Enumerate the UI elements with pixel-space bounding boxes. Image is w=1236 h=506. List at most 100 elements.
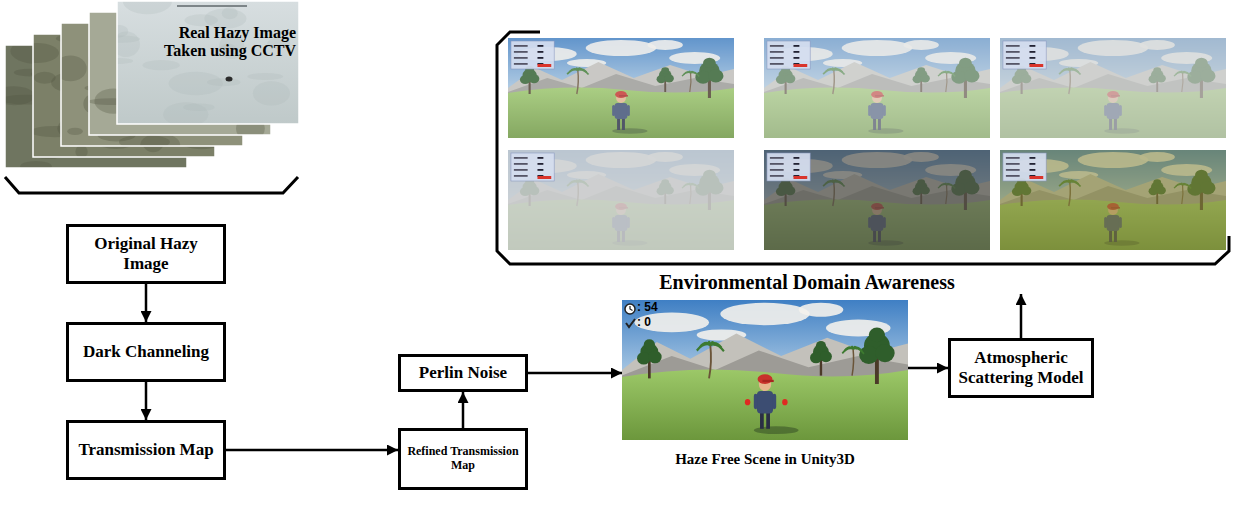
foggy-screenshots <box>767 153 810 181</box>
foggy-screenshots <box>1003 153 1046 181</box>
hazy-image-stack <box>34 72 56 84</box>
hazy-image-stack <box>117 25 128 38</box>
hazy-image-stack <box>226 77 233 82</box>
hazy-image-stack <box>0 0 299 172</box>
foggy-screenshots <box>1029 51 1035 53</box>
foggy-screenshots <box>537 169 543 171</box>
foggy-screenshots <box>793 51 799 53</box>
foggy-screenshots <box>508 150 734 250</box>
arrow-connector <box>145 284 148 322</box>
hazy-image-stack <box>253 81 290 105</box>
foggy-screenshots <box>793 169 799 171</box>
arrow-connector <box>226 449 398 452</box>
process-box: Atmospheric Scattering Model <box>948 338 1094 398</box>
panel-caption: Haze Free Scene in Unity3D <box>622 451 908 468</box>
foggy-screenshots <box>514 175 528 177</box>
unity-scene <box>634 313 709 333</box>
foggy-screenshots <box>537 51 543 53</box>
foggy-screenshots <box>793 157 799 159</box>
foggy-screenshots <box>1000 150 1226 250</box>
hazy-image-stack <box>183 103 214 111</box>
hazy-image-stack <box>117 58 133 64</box>
foggy-screenshots <box>514 169 528 171</box>
foggy-screenshots <box>1000 38 1226 138</box>
hazy-image-stack <box>177 5 247 7</box>
foggy-screenshots <box>1006 169 1020 171</box>
unity-scene <box>720 303 810 325</box>
unity-scene <box>648 351 661 364</box>
box-label: Dark Channeling <box>83 342 209 362</box>
foggy-screenshots <box>793 57 799 59</box>
hazy-image-stack <box>123 1 172 14</box>
box-label: Original Hazy Image <box>73 234 219 273</box>
image-panel: Haze Free Scene in Unity3D <box>622 300 908 468</box>
foggy-screenshots <box>793 45 799 47</box>
arrow-connector <box>1020 294 1023 338</box>
unity-scene <box>799 303 844 317</box>
foggy-screenshots <box>514 163 528 165</box>
box-label: Perlin Noise <box>419 363 507 383</box>
foggy-screenshots <box>770 169 784 171</box>
foggy-screenshots <box>1003 41 1046 69</box>
hazy-image-stack <box>247 73 283 80</box>
panel-bracket <box>497 32 1229 264</box>
foggy-screenshots <box>508 38 734 138</box>
hazy-image-stack <box>169 72 223 95</box>
foggy-screenshots <box>537 163 543 165</box>
unity-scene <box>853 348 864 354</box>
foggy-screenshots <box>770 45 784 47</box>
hazy-image-stack <box>117 1 299 124</box>
foggy-screenshots <box>1000 150 1226 250</box>
process-box: Refined Transmission Map <box>398 428 528 490</box>
hazy-image-stack <box>143 60 180 70</box>
process-box: Transmission Map <box>66 420 226 480</box>
foggy-screenshots <box>764 150 990 250</box>
foggy-screenshots <box>793 176 807 179</box>
foggy-screenshots <box>1000 38 1226 138</box>
unity-scene <box>622 300 908 440</box>
box-label: Transmission Map <box>78 440 213 460</box>
foggy-screenshots <box>537 157 543 159</box>
foggy-screenshots <box>764 38 990 138</box>
foggy-screenshots <box>508 38 734 138</box>
foggy-screenshots <box>1029 176 1043 179</box>
foggy-screenshots <box>1029 169 1035 171</box>
foggy-screenshots <box>1000 38 1226 138</box>
foggy-screenshots <box>508 150 734 250</box>
hud-counter: : 0 <box>637 316 681 330</box>
foggy-screenshots <box>770 175 784 177</box>
foggy-screenshots <box>770 63 784 65</box>
foggy-screenshots <box>770 57 784 59</box>
hazy-image-stack <box>101 0 299 127</box>
unity-scene <box>766 412 770 429</box>
hazy-image-stack <box>117 1 299 124</box>
foggy-screenshots <box>1006 63 1020 65</box>
hazy-image-stack <box>5 86 35 105</box>
process-box: Dark Channeling <box>66 322 226 382</box>
foggy-screenshots <box>511 153 554 181</box>
foggy-screenshots <box>1029 157 1035 159</box>
foggy-screenshots <box>770 51 784 53</box>
foggy-screenshots <box>537 176 551 179</box>
foggy-screenshots <box>1006 51 1020 53</box>
foggy-screenshots <box>764 150 990 250</box>
foggy-screenshots <box>514 45 528 47</box>
foggy-screenshots <box>1006 175 1020 177</box>
unity-scene <box>758 374 773 384</box>
hud-icons <box>625 304 635 314</box>
hud-icons <box>630 306 633 311</box>
unity-scene <box>869 328 885 343</box>
hazy-image-stack <box>61 55 87 81</box>
image-caption: Real Hazy Image Taken using CCTV <box>146 24 296 61</box>
hazy-image-stack <box>75 145 87 157</box>
hazy-image-stack <box>117 1 299 124</box>
unity-scene <box>875 344 894 362</box>
foggy-screenshots <box>537 45 543 47</box>
process-box: Original Hazy Image <box>66 224 226 284</box>
foggy-screenshots <box>1029 163 1035 165</box>
unity-scene <box>782 399 787 405</box>
unity-scene <box>842 348 853 353</box>
foggy-screenshots <box>767 41 810 69</box>
unity-scene <box>754 394 758 409</box>
arrow-connector <box>908 367 948 370</box>
